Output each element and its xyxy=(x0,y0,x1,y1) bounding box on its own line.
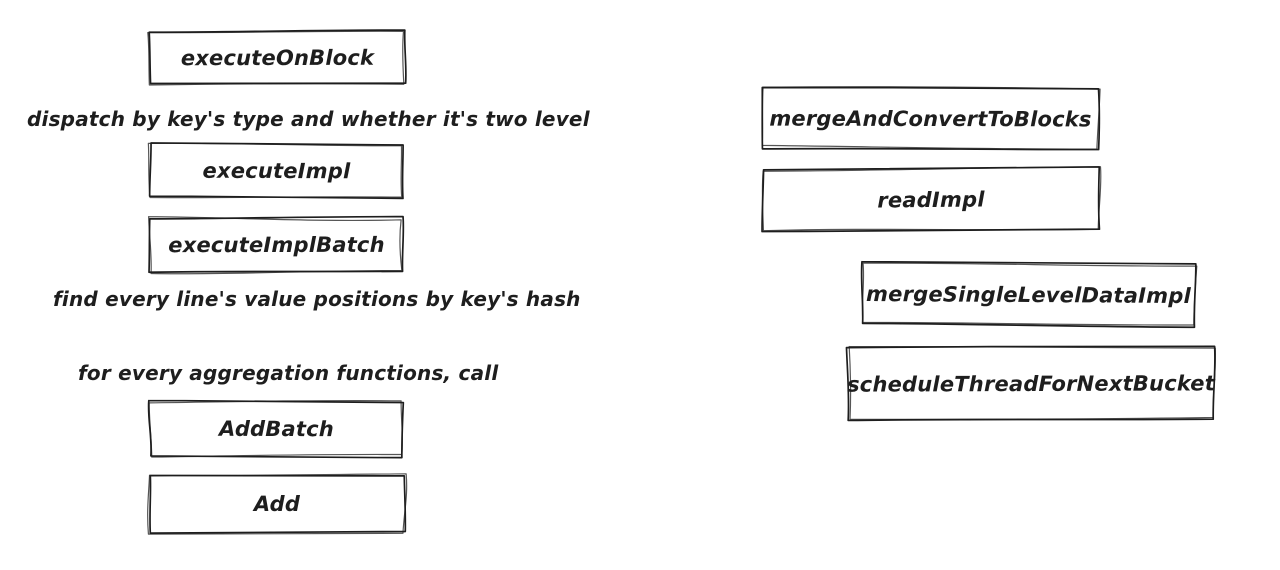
node-schedule-thread-for-next-bucket[interactable]: scheduleThreadForNextBucket xyxy=(845,345,1217,422)
node-execute-impl[interactable]: executeImpl xyxy=(147,142,404,200)
node-outline xyxy=(147,142,404,200)
node-outline xyxy=(148,215,405,275)
node-add-batch[interactable]: AddBatch xyxy=(147,399,405,459)
node-label-execute-impl-batch: executeImplBatch xyxy=(168,232,385,258)
node-outline xyxy=(147,399,405,459)
node-outline xyxy=(761,166,1102,233)
node-label-add-batch: AddBatch xyxy=(218,416,334,442)
node-outline xyxy=(845,345,1217,422)
node-execute-impl-batch[interactable]: executeImplBatch xyxy=(148,215,405,275)
node-add[interactable]: Add xyxy=(147,473,408,535)
node-label-merge-and-convert-to-blocks: mergeAndConvertToBlocks xyxy=(769,106,1092,131)
node-outline xyxy=(147,29,407,86)
annotation-aggregation-note: for every aggregation functions, call xyxy=(78,361,499,385)
annotation-find-positions-note: find every line's value positions by key… xyxy=(53,287,581,311)
node-label-execute-impl: executeImpl xyxy=(202,158,351,183)
node-label-execute-on-block: executeOnBlock xyxy=(180,45,375,70)
node-label-read-impl: readImpl xyxy=(877,186,985,213)
node-execute-on-block[interactable]: executeOnBlock xyxy=(147,29,407,86)
node-label-schedule-thread-for-next-bucket: scheduleThreadForNextBucket xyxy=(847,370,1215,397)
node-outline xyxy=(761,86,1101,151)
node-outline xyxy=(860,260,1198,329)
node-merge-and-convert-to-blocks[interactable]: mergeAndConvertToBlocks xyxy=(761,86,1101,151)
annotation-dispatch-note: dispatch by key's type and whether it's … xyxy=(27,107,590,131)
node-label-add: Add xyxy=(253,491,301,516)
node-label-merge-single-level-data-impl: mergeSingleLevelDataImpl xyxy=(866,281,1191,308)
node-outline xyxy=(147,473,408,535)
node-merge-single-level-data-impl[interactable]: mergeSingleLevelDataImpl xyxy=(860,260,1198,329)
node-read-impl[interactable]: readImpl xyxy=(761,166,1102,233)
